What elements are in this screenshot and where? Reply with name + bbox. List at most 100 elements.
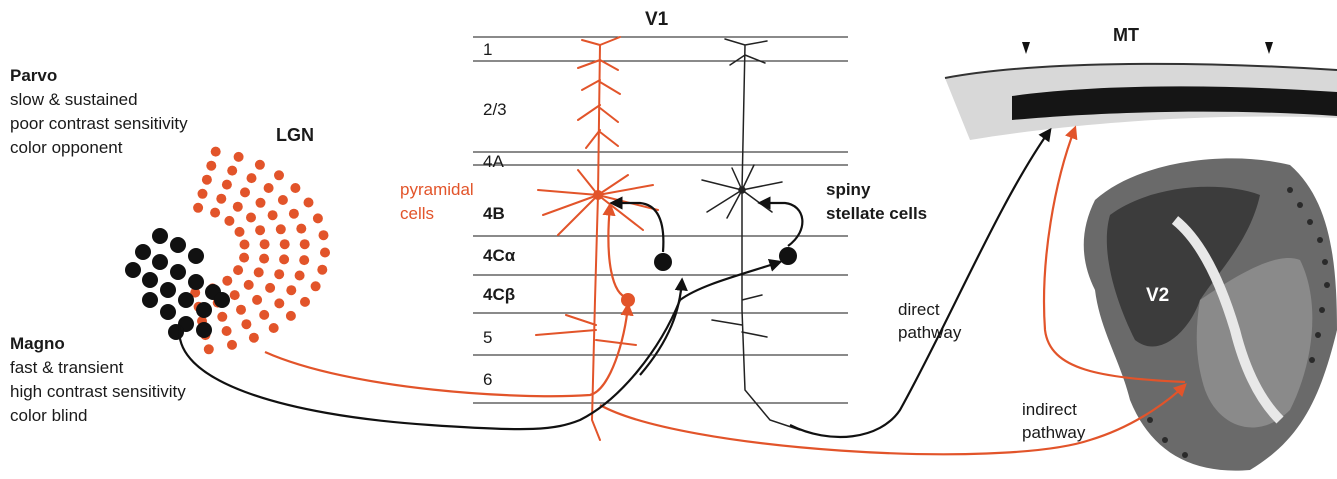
direct-pathway-label-1: direct xyxy=(898,298,940,321)
magno-cell-dot xyxy=(168,324,184,340)
stellate-label-line-1: spiny xyxy=(826,178,870,201)
magno-cell-dot xyxy=(178,292,194,308)
parvo-cell-dot xyxy=(255,160,265,170)
mt-label: MT xyxy=(1113,24,1139,47)
parvo-cell-dot xyxy=(240,240,250,250)
parvo-cell-dot xyxy=(235,227,245,237)
magno-terminal-cell-1 xyxy=(654,253,672,271)
parvo-property-1: slow & sustained xyxy=(10,88,138,111)
parvo-cell-dot xyxy=(240,187,250,197)
parvo-cell-dot xyxy=(204,344,214,354)
parvo-cell-dot xyxy=(313,213,323,223)
parvo-cell-dot xyxy=(244,280,254,290)
stellate-neuron xyxy=(702,39,800,430)
parvo-cell-dot xyxy=(295,271,305,281)
pyramidal-label-line-2: cells xyxy=(400,202,434,225)
parvo-cell-dot xyxy=(279,254,289,264)
parvo-cell-dot xyxy=(239,253,249,263)
parvo-terminal-cell xyxy=(621,293,635,307)
parvo-cell-dot xyxy=(247,173,257,183)
lgn-parvo-cells xyxy=(190,147,330,355)
parvo-cell-dot xyxy=(259,310,269,320)
parvo-cell-dot xyxy=(304,198,314,208)
pyramidal-neuron xyxy=(536,37,658,440)
indirect-pathway-label-1: indirect xyxy=(1022,398,1077,421)
indirect-pathway-label-2: pathway xyxy=(1022,421,1085,444)
parvo-cell-dot xyxy=(274,170,284,180)
magno-cell-dot xyxy=(188,274,204,290)
parvo-title: Parvo xyxy=(10,64,57,87)
layer-label-4c-alpha: 4Cα xyxy=(483,244,515,267)
parvo-cell-dot xyxy=(259,254,269,264)
parvo-cell-dot xyxy=(274,269,284,279)
parvo-cell-dot xyxy=(216,194,226,204)
parvo-cell-dot xyxy=(222,276,232,286)
parvo-cell-dot xyxy=(286,311,296,321)
parvo-cell-dot xyxy=(265,283,275,293)
lgn-label: LGN xyxy=(276,124,314,147)
parvo-cell-dot xyxy=(224,216,234,226)
parvo-to-pyramidal-arrow xyxy=(608,205,628,298)
parvo-cell-dot xyxy=(260,239,270,249)
layer-label-4b: 4B xyxy=(483,202,505,225)
parvo-cell-dot xyxy=(274,298,284,308)
magno-cell-dot xyxy=(196,302,212,318)
parvo-cell-dot xyxy=(300,297,310,307)
magno-cell-dot xyxy=(160,304,176,320)
magno-cell-dot xyxy=(152,254,168,270)
parvo-cell-dot xyxy=(252,295,262,305)
v1-title: V1 xyxy=(645,8,668,31)
parvo-cell-dot xyxy=(276,224,286,234)
parvo-cell-dot xyxy=(206,161,216,171)
stellate-label-line-2: stellate cells xyxy=(826,202,927,225)
parvo-cell-dot xyxy=(290,183,300,193)
layer-label-6: 6 xyxy=(483,368,492,391)
magno-to-stellate-arrow xyxy=(760,203,802,246)
magno-cell-dot xyxy=(214,292,230,308)
parvo-cell-dot xyxy=(319,230,329,240)
parvo-cell-dot xyxy=(198,189,208,199)
parvo-cell-dot xyxy=(286,285,296,295)
parvo-cell-dot xyxy=(296,224,306,234)
layer-label-4c-beta: 4Cβ xyxy=(483,283,515,306)
parvo-cell-dot xyxy=(233,265,243,275)
parvo-cell-dot xyxy=(202,175,212,185)
parvo-cell-dot xyxy=(268,210,278,220)
magno-cell-dot xyxy=(170,237,186,253)
magno-to-pyramidal-arrow xyxy=(612,203,663,252)
magno-cell-dot xyxy=(160,282,176,298)
magno-cell-dot xyxy=(125,262,141,278)
parvo-property-2: poor contrast sensitivity xyxy=(10,112,188,135)
magno-property-2: high contrast sensitivity xyxy=(10,380,186,403)
parvo-cell-dot xyxy=(289,209,299,219)
parvo-cell-dot xyxy=(246,213,256,223)
parvo-cell-dot xyxy=(230,290,240,300)
direct-pathway-label-2: pathway xyxy=(898,321,961,344)
layer-label-4a: 4A xyxy=(483,150,504,173)
magno-property-1: fast & transient xyxy=(10,356,123,379)
magno-cell-dot xyxy=(142,272,158,288)
magno-cell-dot xyxy=(152,228,168,244)
magno-title: Magno xyxy=(10,332,65,355)
magno-cell-dot xyxy=(196,322,212,338)
magno-property-3: color blind xyxy=(10,404,88,427)
layer-label-2-3: 2/3 xyxy=(483,98,507,121)
magno-cell-dot xyxy=(142,292,158,308)
pyramidal-label-line-1: pyramidal xyxy=(400,178,474,201)
v2-tissue-image xyxy=(1084,158,1337,470)
parvo-pathway xyxy=(265,305,628,396)
parvo-cell-dot xyxy=(236,305,246,315)
parvo-cell-dot xyxy=(311,281,321,291)
parvo-cell-dot xyxy=(249,333,259,343)
parvo-cell-dot xyxy=(222,326,232,336)
parvo-cell-dot xyxy=(193,203,203,213)
parvo-cell-dot xyxy=(241,319,251,329)
direct-pathway xyxy=(790,130,1050,437)
mt-cortex-image xyxy=(945,42,1337,140)
magno-cell-dot xyxy=(135,244,151,260)
parvo-cell-dot xyxy=(210,208,220,218)
magno-cell-dot xyxy=(170,264,186,280)
magno-terminal-cell-2 xyxy=(779,247,797,265)
parvo-cell-dot xyxy=(233,202,243,212)
